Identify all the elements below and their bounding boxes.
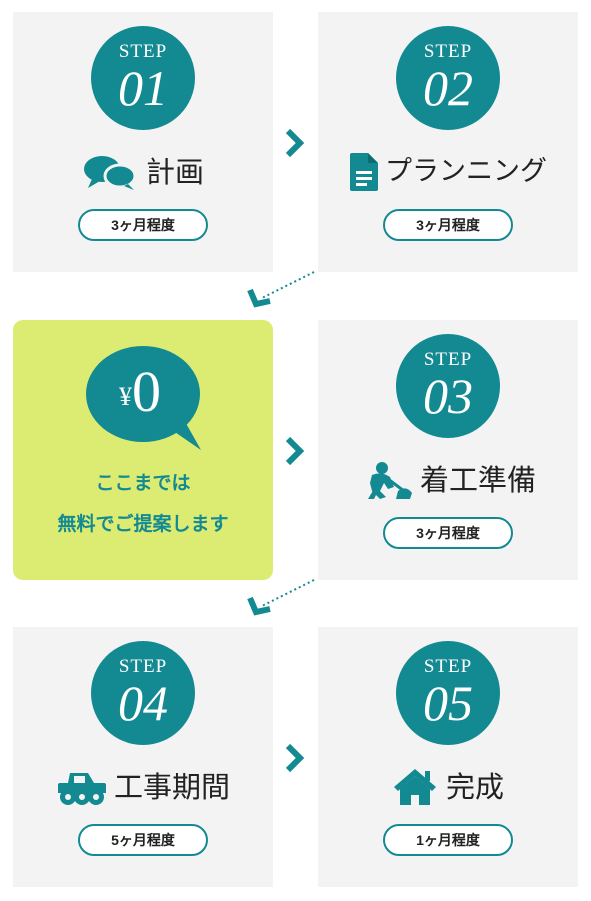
free-offer-line-2: 無料でご提案します bbox=[57, 514, 229, 535]
chat-bubbles-icon bbox=[82, 153, 138, 191]
step-number: 05 bbox=[423, 675, 473, 731]
step-number: 01 bbox=[118, 60, 168, 116]
step-title-row: 計画 bbox=[13, 152, 273, 192]
step-title: 工事期間 bbox=[113, 770, 230, 804]
duration-badge: 3ヶ月程度 bbox=[383, 517, 513, 549]
step-title-row: 完成 bbox=[318, 767, 578, 807]
duration-badge: 3ヶ月程度 bbox=[383, 209, 513, 241]
dotted-arrow-icon bbox=[247, 579, 315, 616]
chevron-right-icon bbox=[285, 128, 305, 158]
step-label: STEP bbox=[423, 349, 473, 370]
step-card-03: STEP 03 着工準備 3ヶ月程度 bbox=[318, 320, 578, 580]
step-card-05: STEP 05 完成 1ヶ月程度 bbox=[318, 627, 578, 887]
duration-badge: 3ヶ月程度 bbox=[78, 209, 208, 241]
worker-digging-icon bbox=[360, 461, 412, 499]
step-title-row: 工事期間 bbox=[13, 767, 273, 807]
yen-symbol: ¥ bbox=[119, 382, 132, 411]
duration-badge: 5ヶ月程度 bbox=[78, 824, 208, 856]
step-title: 計画 bbox=[145, 155, 204, 189]
step-badge: STEP 03 bbox=[396, 334, 500, 438]
step-card-04: STEP 04 工事期間 5ヶ月程度 bbox=[13, 627, 273, 887]
step-label: STEP bbox=[423, 656, 473, 677]
document-icon bbox=[349, 152, 379, 192]
step-title: 着工準備 bbox=[419, 463, 536, 497]
step-badge: STEP 02 bbox=[396, 26, 500, 130]
step-title: プランニング bbox=[385, 156, 547, 187]
step-label: STEP bbox=[423, 41, 473, 62]
step-badge: STEP 05 bbox=[396, 641, 500, 745]
step-label: STEP bbox=[118, 656, 168, 677]
duration-badge: 1ヶ月程度 bbox=[383, 824, 513, 856]
step-card-02: STEP 02 プランニング 3ヶ月程度 bbox=[318, 12, 578, 272]
speech-bubble-icon bbox=[86, 346, 201, 450]
step-badge: STEP 01 bbox=[91, 26, 195, 130]
step-title-row: プランニング bbox=[318, 152, 578, 192]
price-text: ¥0 bbox=[83, 362, 197, 422]
truck-icon bbox=[56, 767, 108, 807]
step-title: 完成 bbox=[445, 770, 504, 804]
chevron-right-icon bbox=[285, 436, 305, 466]
price-amount: 0 bbox=[132, 359, 161, 424]
free-offer-line-1: ここまでは bbox=[95, 473, 191, 494]
step-label: STEP bbox=[118, 41, 168, 62]
step-card-01: STEP 01 計画 3ヶ月程度 bbox=[13, 12, 273, 272]
house-icon bbox=[392, 767, 438, 807]
step-title-row: 着工準備 bbox=[318, 460, 578, 500]
free-offer-card: ¥0 ここまでは 無料でご提案します bbox=[13, 320, 273, 580]
step-number: 04 bbox=[118, 675, 168, 731]
step-number: 02 bbox=[423, 60, 473, 116]
dotted-arrow-icon bbox=[247, 271, 315, 308]
step-number: 03 bbox=[423, 368, 473, 424]
step-badge: STEP 04 bbox=[91, 641, 195, 745]
chevron-right-icon bbox=[285, 743, 305, 773]
